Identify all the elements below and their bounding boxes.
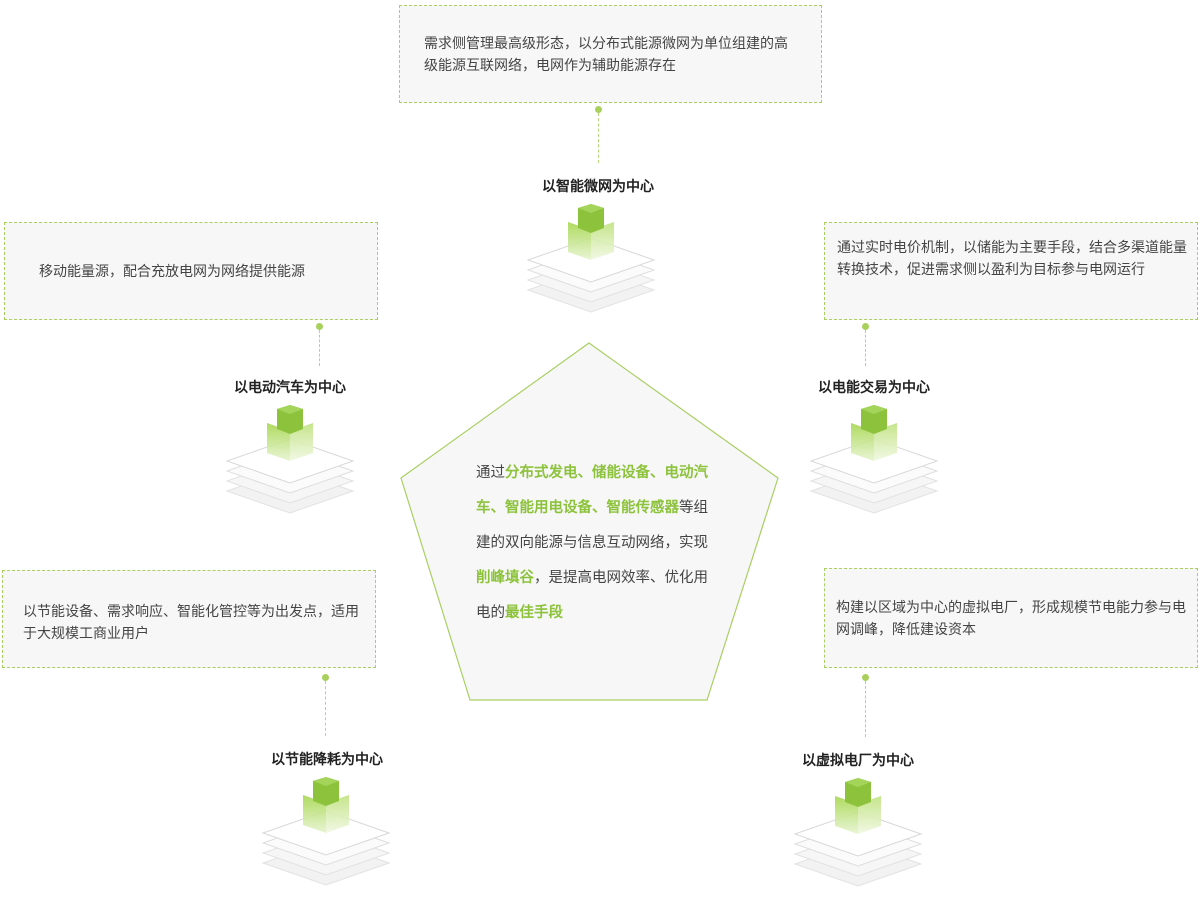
microgrid-connector-dot (595, 106, 602, 113)
saving-connector-line (325, 681, 326, 736)
microgrid-title: 以智能微网为中心 (542, 179, 654, 195)
trade-connector-line (865, 330, 866, 366)
trade-layers-icon (809, 405, 939, 514)
center-pentagon (400, 342, 779, 701)
ev-desc-box: 移动能量源，配合充放电网为网络提供能源 (4, 222, 378, 320)
saving-title: 以节能降耗为中心 (271, 752, 383, 768)
center-plain-text: 通过 (476, 465, 505, 481)
trade-desc: 通过实时电价机制，以储能为主要手段，结合多渠道能量转换技术，促进需求侧以盈利为目… (837, 240, 1187, 278)
vpp-title: 以虚拟电厂为中心 (802, 753, 914, 769)
center-highlight-text: 分布式发电、储能设备、电动汽车、智能用电设备、智能传感器 (476, 465, 708, 516)
vpp-connector-line (865, 681, 866, 737)
ev-desc: 移动能量源，配合充放电网为网络提供能源 (39, 264, 305, 280)
vpp-desc-box: 构建以区域为中心的虚拟电厂，形成规模节电能力参与电网调峰，降低建设资本 (824, 568, 1198, 668)
ev-connector-dot (316, 323, 323, 330)
center-highlight-text: 削峰填谷 (476, 570, 534, 586)
saving-desc-box: 以节能设备、需求响应、智能化管控等为出发点，适用于大规模工商业用户 (2, 570, 376, 668)
trade-connector-dot (862, 323, 869, 330)
center-highlight-text: 最佳手段 (505, 605, 563, 621)
microgrid-layers-icon (526, 204, 656, 313)
microgrid-desc: 需求侧管理最高级形态，以分布式能源微网为单位组建的高级能源互联网络，电网作为辅助… (424, 36, 788, 74)
microgrid-connector-line (598, 113, 599, 163)
saving-layers-icon (261, 777, 391, 886)
ev-layers-icon (225, 405, 355, 514)
trade-title: 以电能交易为中心 (818, 380, 930, 396)
trade-desc-box: 通过实时电价机制，以储能为主要手段，结合多渠道能量转换技术，促进需求侧以盈利为目… (824, 222, 1198, 320)
ev-connector-line (319, 330, 320, 366)
vpp-desc: 构建以区域为中心的虚拟电厂，形成规模节电能力参与电网调峰，降低建设资本 (836, 600, 1186, 638)
center-statement: 通过分布式发电、储能设备、电动汽车、智能用电设备、智能传感器等组建的双向能源与信… (476, 456, 708, 631)
vpp-layers-icon (793, 778, 923, 887)
microgrid-desc-box: 需求侧管理最高级形态，以分布式能源微网为单位组建的高级能源互联网络，电网作为辅助… (399, 5, 822, 103)
center-plain-text: 等组建的双向能源与信息互动网络，实现 (476, 500, 708, 551)
saving-desc: 以节能设备、需求响应、智能化管控等为出发点，适用于大规模工商业用户 (23, 604, 359, 642)
center-plain-text: ，是提高电网效率、优化用电的 (476, 570, 708, 621)
ev-title: 以电动汽车为中心 (234, 380, 346, 396)
vpp-connector-dot (862, 674, 869, 681)
saving-connector-dot (322, 674, 329, 681)
